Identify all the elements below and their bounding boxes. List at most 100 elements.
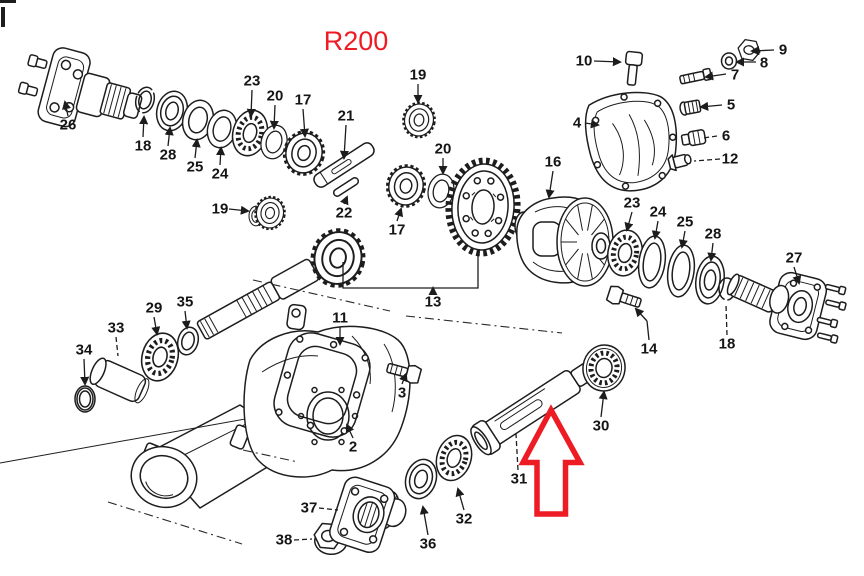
- part-label-32: 32: [456, 511, 473, 528]
- part-label-3: 3: [398, 385, 406, 402]
- part-label-36: 36: [420, 536, 437, 553]
- part-label-24: 24: [650, 204, 667, 221]
- carrier-housing-drawing: [0, 303, 411, 509]
- leader-line-31: [515, 433, 519, 471]
- part-label-5: 5: [727, 97, 735, 114]
- pinion-shaft-chain-drawing: [74, 228, 366, 413]
- part-label-22: 22: [336, 205, 353, 222]
- part-label-20: 20: [435, 141, 452, 158]
- leader-line-18: [725, 304, 728, 336]
- side-gasket-drawing: [273, 332, 371, 438]
- scan-artifact: [0, 0, 16, 3]
- part-label-20: 20: [267, 88, 284, 105]
- rear-bearing-drawing: [582, 344, 626, 392]
- part-label-28: 28: [160, 147, 177, 164]
- leader-line-18: [139, 115, 149, 138]
- leader-line-26: [62, 100, 71, 117]
- rear-cover-drawing: [584, 91, 678, 192]
- leader-line-27: [792, 266, 802, 285]
- part-label-9: 9: [779, 42, 787, 59]
- part-label-30: 30: [593, 418, 610, 435]
- part-label-34: 34: [76, 342, 93, 359]
- leader-line-2: [345, 423, 355, 439]
- leader-line-19: [228, 205, 250, 215]
- leader-line-37: [318, 507, 339, 511]
- leader-line-6: [702, 135, 718, 139]
- leader-line-9: [750, 46, 775, 56]
- leader-line-14: [646, 320, 650, 341]
- leader-line-23: [246, 89, 256, 118]
- leader-line-28: [164, 126, 174, 147]
- part-label-31: 31: [511, 471, 528, 488]
- part-label-29: 29: [146, 300, 163, 317]
- leader-line-36: [419, 505, 429, 536]
- leader-line-4: [584, 119, 600, 129]
- part-label-21: 21: [338, 108, 355, 125]
- pinion-mate-gear-left-drawing: [248, 196, 286, 230]
- part-label-23: 23: [244, 73, 261, 90]
- leader-line-5: [699, 101, 723, 111]
- highlight-arrow: [518, 404, 585, 517]
- part-label-7: 7: [731, 67, 739, 84]
- leader-line-17: [299, 108, 310, 138]
- part-label-19: 19: [410, 67, 427, 84]
- leader-line-3: [399, 372, 408, 385]
- part-label-25: 25: [677, 214, 694, 231]
- companion-flange-chain-drawing: [17, 47, 327, 177]
- part-label-18: 18: [719, 336, 736, 353]
- part-label-14: 14: [641, 341, 658, 358]
- leader-line-24: [216, 146, 226, 166]
- leader-line-10: [593, 57, 622, 67]
- part-label-17: 17: [389, 222, 406, 239]
- part-label-4: 4: [573, 115, 582, 132]
- scan-artifact: [1, 7, 5, 27]
- ring-gear-drawing: [445, 157, 521, 257]
- part-label-13: 13: [425, 294, 442, 311]
- reference-lines: [107, 250, 563, 545]
- leader-line-35: [181, 310, 191, 330]
- part-label-28: 28: [705, 226, 722, 243]
- leader-line-22: [340, 195, 349, 206]
- part-label-6: 6: [722, 128, 730, 145]
- differential-case-drawing: [514, 196, 614, 287]
- leader-line-30: [598, 390, 608, 418]
- part-label-12: 12: [722, 151, 739, 168]
- part-label-35: 35: [177, 294, 194, 311]
- part-label-17: 17: [295, 92, 312, 109]
- part-label-19: 19: [212, 201, 229, 218]
- leader-line-17: [394, 207, 404, 222]
- part-label-11: 11: [332, 310, 348, 327]
- part-label-33: 33: [108, 320, 125, 337]
- cross-shaft-drawing: [313, 142, 375, 197]
- leader-line-33: [115, 336, 119, 357]
- part-labels: 26 18 28 25 24 23 20 17 21 19 20 10 98 7 5 6 12 4 16 22 17 13…: [60, 42, 803, 553]
- leader-line-14: [634, 307, 648, 322]
- leader-line-21: [339, 124, 349, 160]
- part-label-27: 27: [786, 250, 803, 267]
- part-label-38: 38: [276, 532, 293, 549]
- part-label-25: 25: [187, 159, 204, 176]
- leader-line-25: [191, 138, 201, 159]
- ring-gear-bolt-drawing: [605, 283, 644, 313]
- diagram-title: R200: [324, 26, 389, 56]
- leader-line-23: [624, 211, 634, 232]
- part-label-18: 18: [135, 138, 152, 155]
- leader-line-7: [704, 71, 727, 81]
- leader-line-32: [455, 487, 465, 511]
- leader-line-25: [678, 230, 688, 249]
- bottom-chain-drawing: [313, 344, 626, 556]
- leader-line-24: [651, 220, 661, 240]
- part-label-23: 23: [624, 195, 641, 212]
- part-label-10: 10: [576, 53, 593, 70]
- part-label-8: 8: [760, 55, 768, 72]
- leader-line-38: [293, 538, 313, 541]
- right-side-bearing-chain-drawing: [604, 227, 847, 344]
- part-label-37: 37: [301, 500, 318, 517]
- leader-line-16: [545, 170, 555, 199]
- part-label-24: 24: [212, 166, 229, 183]
- part-label-16: 16: [545, 154, 562, 171]
- part-label-26: 26: [60, 117, 77, 134]
- leader-line-34: [80, 358, 90, 386]
